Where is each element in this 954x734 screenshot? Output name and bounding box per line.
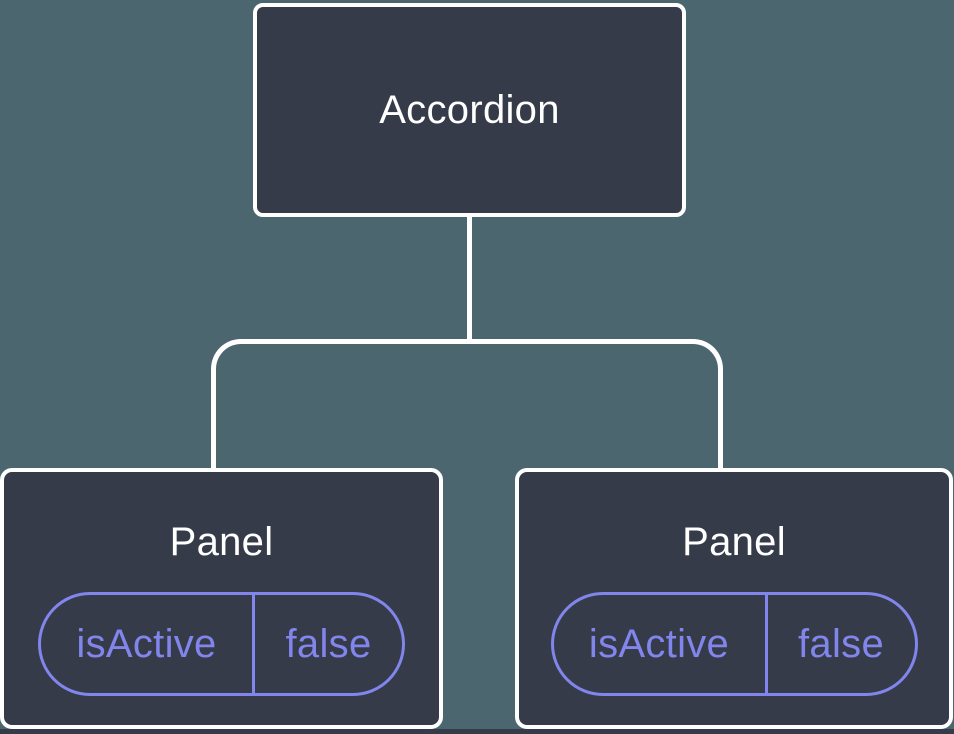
node-panel-2: Panel isActive false [515, 468, 953, 729]
panel-1-prop-name: isActive [41, 595, 255, 693]
panel-1-prop-pill: isActive false [38, 592, 405, 696]
connector-bracket [211, 339, 723, 471]
node-panel-1: Panel isActive false [0, 468, 443, 729]
connector-stem [467, 216, 472, 342]
bottom-edge-strip [0, 729, 954, 734]
panel-1-label: Panel [169, 520, 274, 564]
panel-2-prop-name: isActive [554, 595, 768, 693]
panel-2-prop-value: false [798, 621, 884, 666]
panel-2-prop-pill: isActive false [550, 592, 918, 696]
accordion-label: Accordion [379, 88, 560, 132]
panel-2-label: Panel [682, 520, 786, 564]
panel-1-prop-value: false [285, 621, 372, 666]
node-accordion: Accordion [253, 3, 686, 217]
